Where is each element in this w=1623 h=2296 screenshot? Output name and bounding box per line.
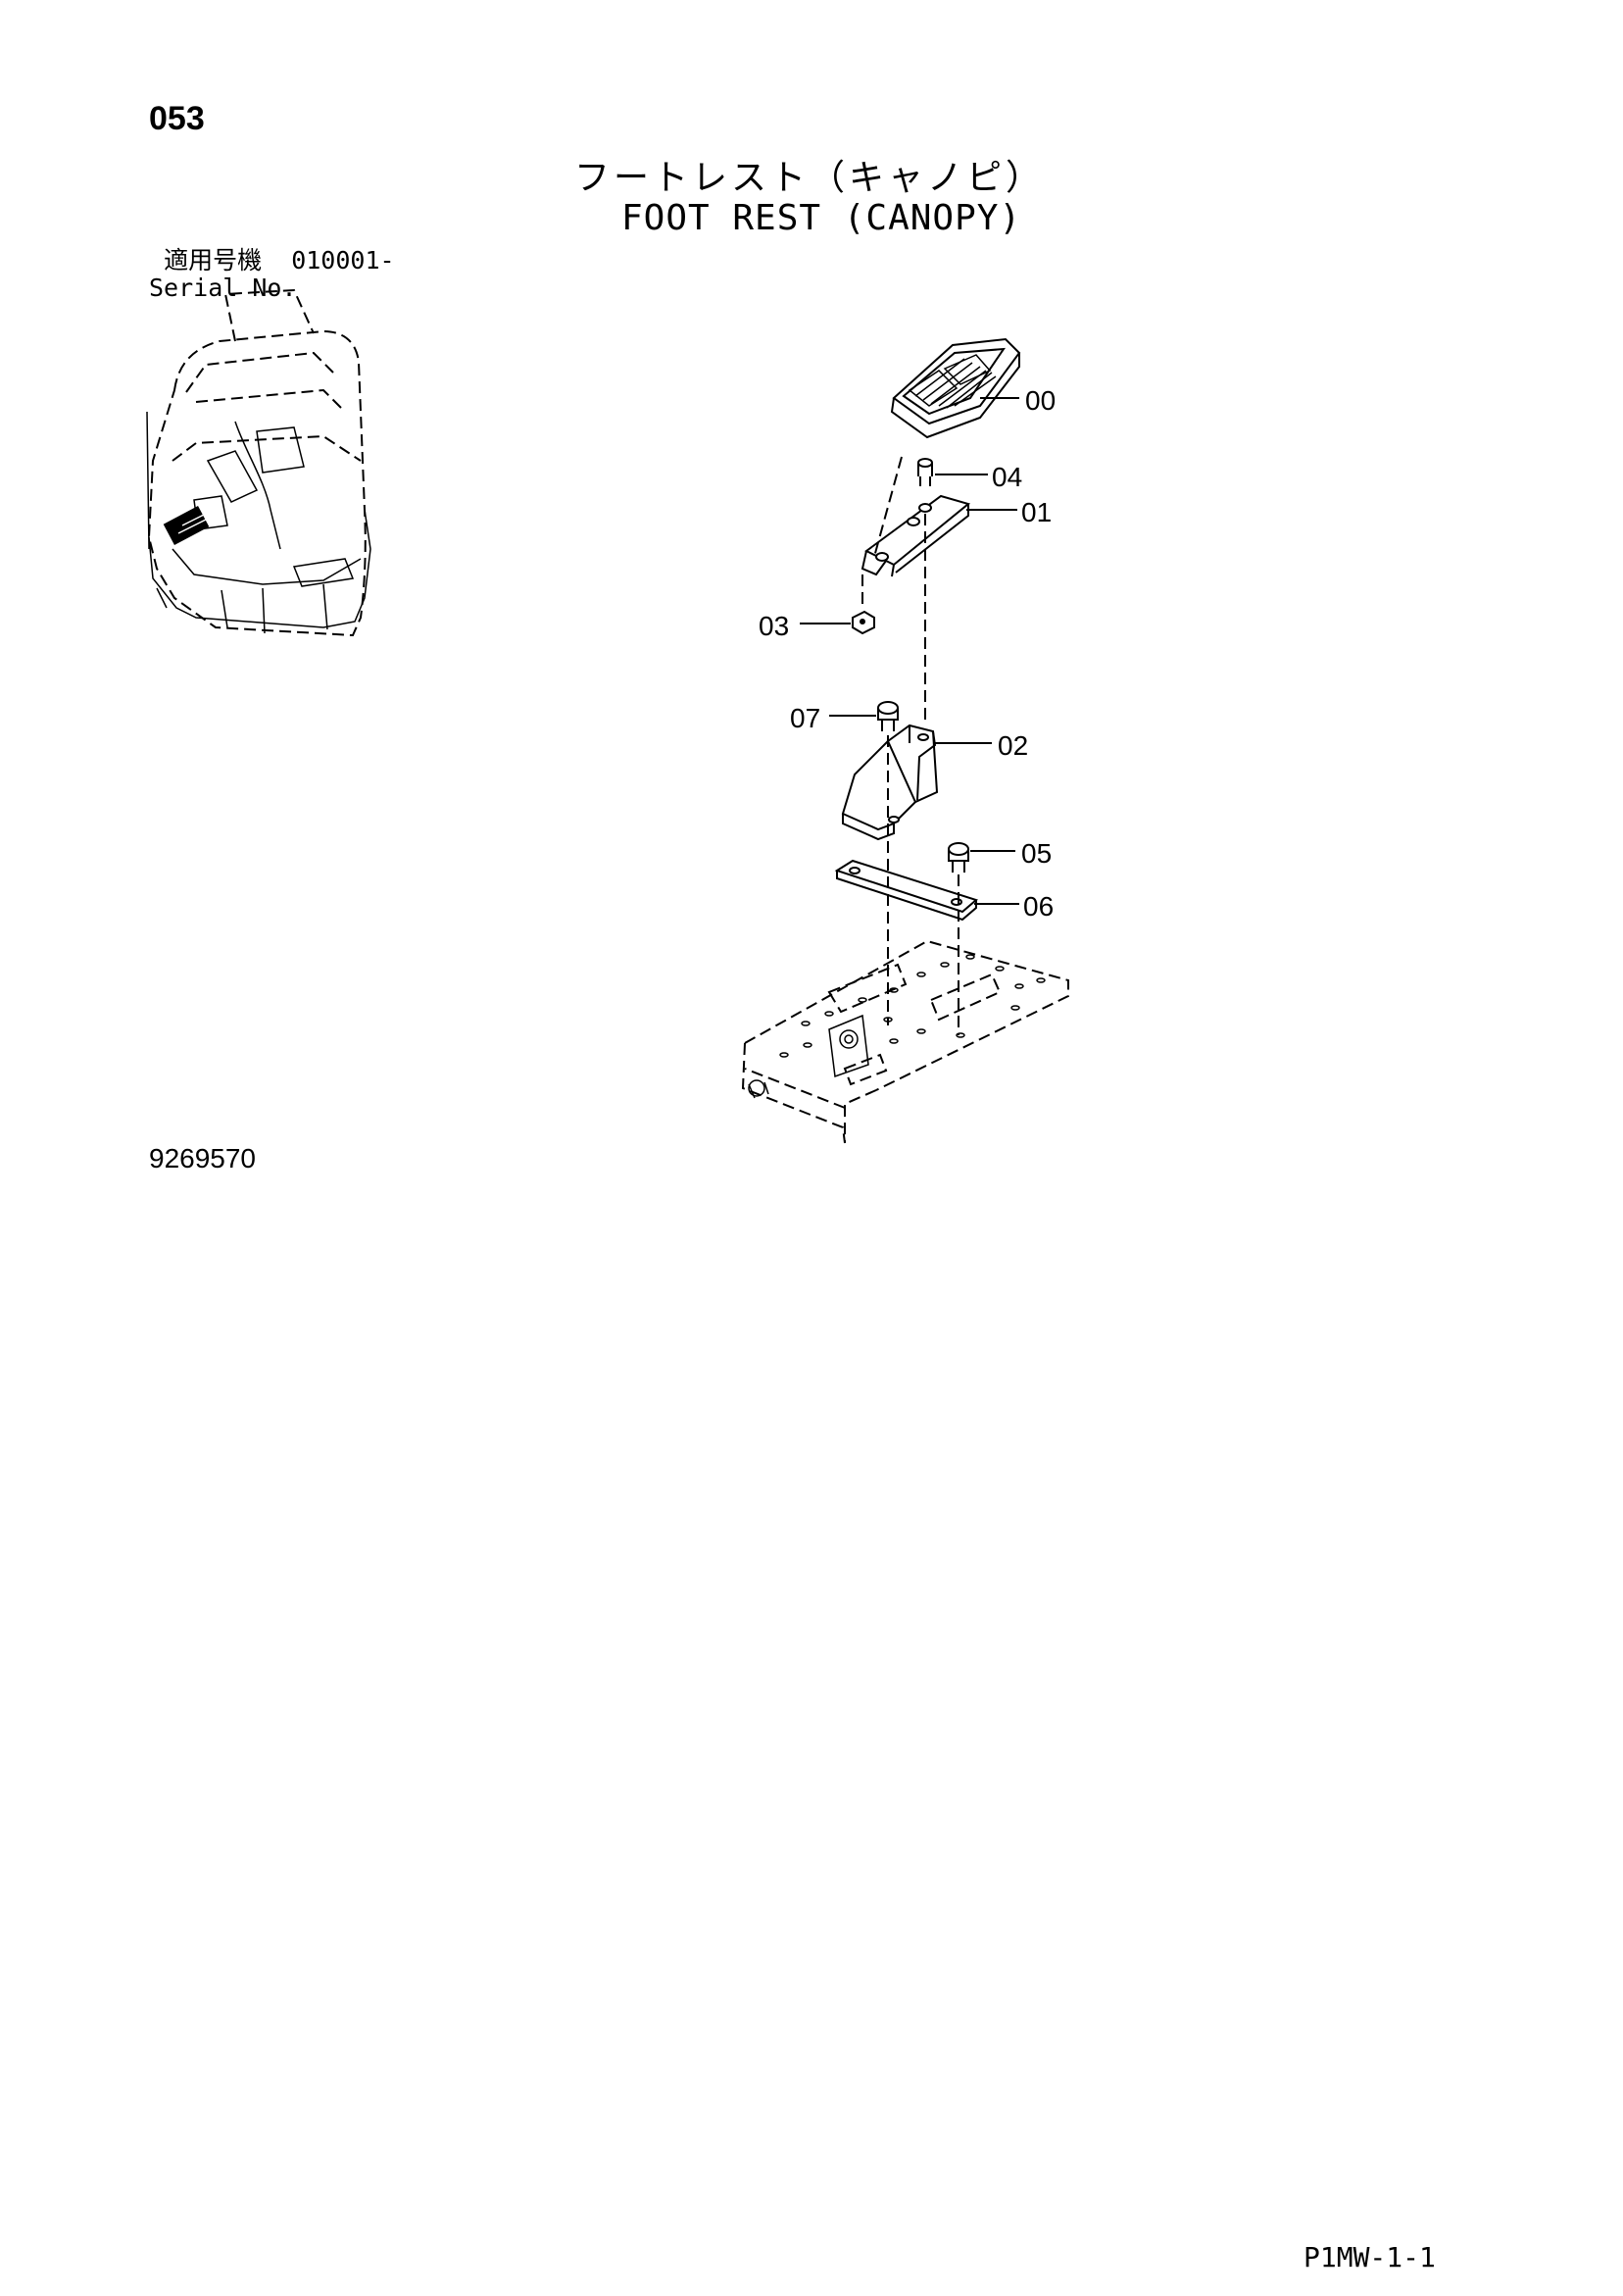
serial-label-jp: 適用号機 xyxy=(164,246,263,275)
callout-00: 00 xyxy=(980,385,1056,416)
exploded-assembly xyxy=(741,337,1069,1144)
callout-05: 05 xyxy=(970,838,1052,869)
callout-label-02: 02 xyxy=(998,730,1028,761)
bracket-part-02 xyxy=(841,724,939,841)
serial-row-jp: 適用号機 010001- xyxy=(149,246,395,275)
page-number: 053 xyxy=(149,100,205,137)
callout-07: 07 xyxy=(790,703,876,733)
bolt-part-07 xyxy=(877,701,899,731)
callout-label-06: 06 xyxy=(1023,891,1054,922)
plate-part-06 xyxy=(834,859,979,922)
machine-overview-illustration xyxy=(146,288,371,637)
bolt-part-05 xyxy=(948,842,969,873)
bracket-part-01 xyxy=(861,494,971,577)
callout-03: 03 xyxy=(759,611,851,641)
callout-label-03: 03 xyxy=(759,611,789,641)
callout-label-07: 07 xyxy=(790,703,820,733)
callout-label-00: 00 xyxy=(1025,385,1056,416)
callout-06: 06 xyxy=(974,891,1054,922)
serial-range: 010001- xyxy=(291,246,395,275)
page-title-jp: フートレスト（キャノピ） xyxy=(574,158,1046,198)
callout-label-01: 01 xyxy=(1021,497,1052,527)
serial-label-en: Serial No. xyxy=(149,274,297,302)
callout-04: 04 xyxy=(935,462,1022,492)
callout-02: 02 xyxy=(935,730,1028,761)
callout-01: 01 xyxy=(966,497,1052,527)
serial-block: 適用号機 010001- Serial No. xyxy=(149,247,395,302)
foot-rest-pedal-part-00 xyxy=(890,337,1021,439)
callout-label-05: 05 xyxy=(1021,838,1052,869)
base-frame xyxy=(741,939,1069,1144)
callout-label-04: 04 xyxy=(992,462,1022,492)
page-title-en: FOOT REST (CANOPY) xyxy=(621,198,1022,238)
nut-part-03 xyxy=(852,610,875,635)
bolt-part-04 xyxy=(917,458,933,486)
drawing-number: 9269570 xyxy=(149,1143,257,1173)
assembly-axis-lines xyxy=(861,456,959,1035)
page-code: P1MW-1-1 xyxy=(1303,2241,1436,2273)
